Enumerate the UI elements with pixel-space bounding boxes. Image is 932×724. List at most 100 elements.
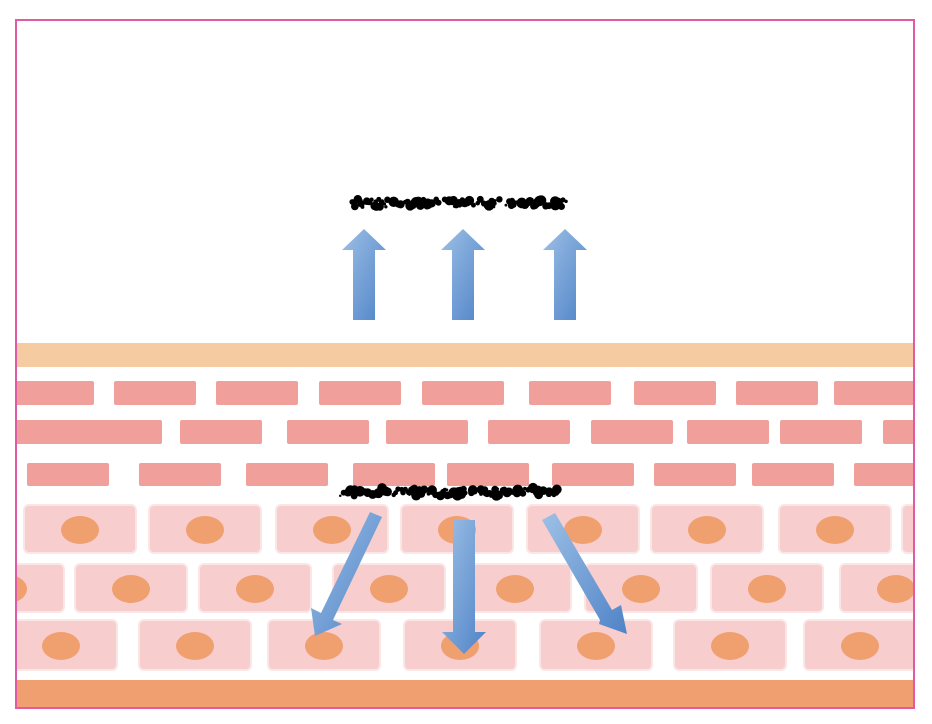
cell-nucleus (688, 516, 726, 544)
particle (523, 204, 527, 208)
flat-cell (216, 381, 298, 405)
flat-cell (529, 381, 611, 405)
flat-cell (27, 463, 109, 486)
flat-cell (552, 463, 634, 486)
cell-nucleus (622, 575, 660, 603)
particle (382, 202, 387, 206)
cell-nucleus (42, 632, 80, 660)
flat-cell (883, 420, 913, 444)
particle (496, 196, 503, 203)
cell-nucleus (17, 576, 27, 602)
downward-arrows (311, 512, 627, 654)
basal-cell-layer (17, 504, 913, 671)
flat-cell (386, 420, 468, 444)
particle (504, 203, 508, 207)
flat-cell (17, 420, 82, 444)
cell-nucleus (748, 575, 786, 603)
flat-cell (591, 420, 673, 444)
flat-cell (353, 463, 435, 486)
particle (496, 492, 503, 500)
particle (369, 197, 374, 202)
flat-cell (139, 463, 221, 486)
flat-cell (180, 420, 262, 444)
particle (474, 491, 478, 495)
particle (564, 199, 568, 204)
cell-nucleus (564, 516, 602, 544)
particle (479, 492, 483, 496)
particle (560, 197, 566, 203)
particle (505, 487, 514, 496)
up-arrow (543, 229, 587, 320)
particle-cluster-top (349, 195, 568, 211)
particle (553, 489, 560, 496)
flat-cell (634, 381, 716, 405)
flat-cell (246, 463, 328, 486)
flat-cell (422, 381, 504, 405)
particle (399, 203, 404, 208)
particle (383, 487, 392, 497)
particle (470, 202, 476, 208)
stratum-corneum-band (17, 343, 913, 367)
cell-nucleus (816, 516, 854, 544)
cell-nucleus (496, 575, 534, 603)
flat-cell (736, 381, 818, 405)
particle (354, 485, 366, 497)
cell-nucleus (236, 575, 274, 603)
particle (442, 487, 447, 492)
diagram-frame (15, 19, 915, 709)
flat-cell (287, 420, 369, 444)
particle (427, 199, 436, 208)
particle (360, 205, 365, 209)
particle (435, 199, 442, 206)
particle (492, 205, 496, 209)
particle (557, 203, 565, 211)
flat-cell (780, 420, 862, 444)
cell-nucleus (112, 575, 150, 603)
particle-cluster-mid (339, 482, 562, 501)
up-arrow (342, 229, 386, 320)
cell-nucleus (877, 575, 913, 603)
cell-nucleus (305, 632, 343, 660)
flat-cell-layer (17, 381, 913, 486)
flat-cell (114, 381, 196, 405)
particle (351, 202, 359, 211)
particle (496, 487, 500, 490)
basal-cell (901, 504, 913, 554)
cell-nucleus (711, 632, 749, 660)
flat-cell (654, 463, 736, 486)
cell-nucleus (176, 632, 214, 660)
particle (493, 199, 497, 203)
cell-nucleus (313, 516, 351, 544)
particle (384, 205, 388, 209)
basal-cell (17, 563, 65, 613)
flat-cell (80, 420, 162, 444)
particle (476, 195, 484, 203)
flat-cell (447, 463, 529, 486)
flat-cell (854, 463, 913, 486)
cell-nucleus (370, 575, 408, 603)
flat-cell (17, 381, 94, 405)
flat-cell (687, 420, 769, 444)
particle (464, 195, 475, 206)
cell-nucleus (577, 632, 615, 660)
particle (462, 490, 468, 496)
flat-cell (488, 420, 570, 444)
particle (530, 197, 534, 201)
cell-nucleus (61, 516, 99, 544)
flat-cell (319, 381, 401, 405)
particle (398, 487, 403, 491)
flat-cell (834, 381, 913, 405)
cell-nucleus (841, 632, 879, 660)
particle (519, 490, 527, 497)
particle (539, 200, 544, 205)
particle (380, 199, 384, 203)
down-arrow (542, 513, 627, 634)
cell-nucleus (186, 516, 224, 544)
particle (445, 488, 449, 492)
down-arrow (442, 520, 486, 654)
down-arrow (311, 512, 382, 636)
basement-layer (17, 680, 913, 707)
particle (339, 494, 342, 498)
particle (491, 200, 497, 206)
